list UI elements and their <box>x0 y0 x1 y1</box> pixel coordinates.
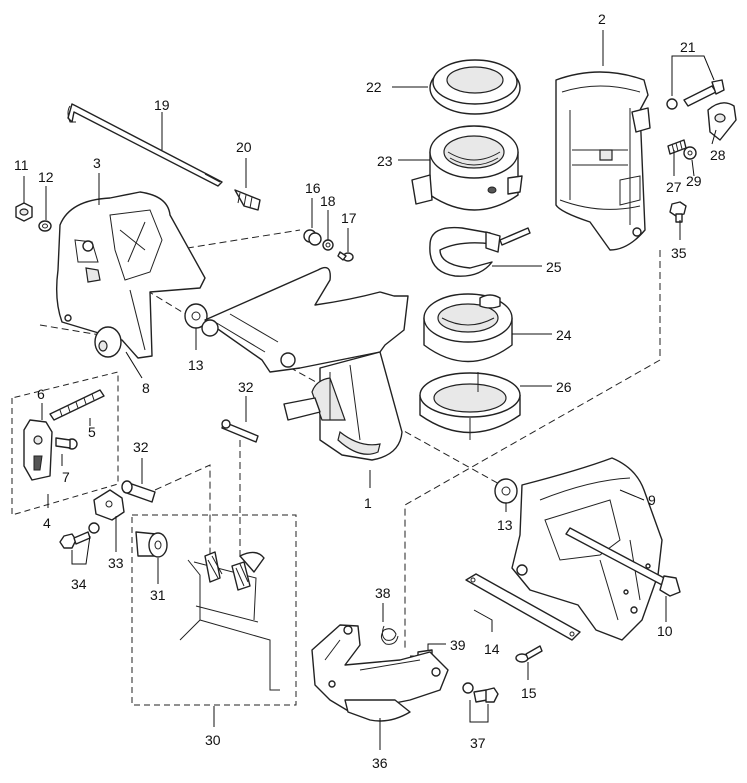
callout-27: 27 <box>666 179 682 195</box>
callout-30: 30 <box>205 732 221 748</box>
callout-leader-lines <box>23 30 717 750</box>
clamp-part-25 <box>429 226 531 277</box>
screw-part-17 <box>337 251 354 262</box>
callout-37: 37 <box>470 735 486 751</box>
spring-part-38 <box>380 625 399 645</box>
callout-33: 33 <box>108 555 124 571</box>
screw-part-35 <box>669 201 687 223</box>
callout-32a: 32 <box>238 379 254 395</box>
callout-19: 19 <box>154 97 170 113</box>
callout-38: 38 <box>375 585 391 601</box>
callout-5: 5 <box>88 424 96 440</box>
callout-22: 22 <box>366 79 382 95</box>
split-ring-part-26 <box>419 372 521 440</box>
nut-part-11 <box>15 202 33 222</box>
bracket-part-9 <box>511 457 663 641</box>
collar-part-23 <box>411 125 523 211</box>
group-box-30 <box>131 514 297 706</box>
washer-part-13-lower <box>494 478 518 504</box>
callout-31: 31 <box>150 587 166 603</box>
bolt-part-34 <box>59 522 100 549</box>
callout-8: 8 <box>142 380 150 396</box>
callout-29: 29 <box>686 173 702 189</box>
callout-1: 1 <box>364 495 372 511</box>
callout-18: 18 <box>320 193 336 209</box>
bolt-part-21 <box>666 79 725 110</box>
callout-16: 16 <box>305 180 321 196</box>
screw-part-15 <box>515 645 543 663</box>
bolt-part-10 <box>565 527 681 597</box>
plate-part-14 <box>465 573 581 641</box>
callout-2: 2 <box>598 11 606 27</box>
callout-20: 20 <box>236 139 252 155</box>
callout-10: 10 <box>657 623 673 639</box>
callout-24: 24 <box>556 327 572 343</box>
callout-39: 39 <box>450 637 466 653</box>
callout-26: 26 <box>556 379 572 395</box>
nut-part-24 <box>423 293 513 363</box>
callout-3: 3 <box>93 155 101 171</box>
pin-part-32-lower <box>121 480 156 503</box>
callout-36: 36 <box>372 755 388 771</box>
callout-32b: 32 <box>133 439 149 455</box>
swivel-bracket-part-1 <box>201 266 409 461</box>
plug-part-20 <box>234 189 261 211</box>
bolt-part-37 <box>462 682 499 703</box>
bracket-part-3 <box>55 191 206 359</box>
callout-17: 17 <box>341 210 357 226</box>
callout-28: 28 <box>710 147 726 163</box>
callout-21: 21 <box>680 39 696 55</box>
knob-part-8 <box>94 326 122 358</box>
callout-4: 4 <box>43 515 51 531</box>
tilt-lever-part-36 <box>311 624 449 722</box>
callout-13b: 13 <box>497 517 513 533</box>
bolt-part-5 <box>49 389 105 421</box>
callout-14: 14 <box>484 641 500 657</box>
screw-part-27 <box>667 139 687 155</box>
callout-9: 9 <box>648 492 656 508</box>
callout-12: 12 <box>38 169 54 185</box>
washer-part-29 <box>683 146 697 160</box>
pin-part-7 <box>55 437 78 450</box>
pin-part-32-upper <box>221 419 259 443</box>
callout-15: 15 <box>521 685 537 701</box>
bracket-part-33 <box>93 489 125 521</box>
housing-part-2 <box>555 71 651 251</box>
callout-7: 7 <box>62 469 70 485</box>
washer-part-12 <box>38 220 52 232</box>
pin-part-31 <box>135 531 168 558</box>
ring-part-22 <box>429 59 521 115</box>
callout-23: 23 <box>377 153 393 169</box>
washer-part-18 <box>322 239 334 251</box>
group-box-4 <box>11 371 119 516</box>
callout-25: 25 <box>546 259 562 275</box>
callout-34: 34 <box>71 576 87 592</box>
rod-part-19 <box>67 103 223 187</box>
callout-6: 6 <box>37 386 45 402</box>
callout-11: 11 <box>14 157 29 173</box>
callout-labels: 1 2 3 4 5 6 7 8 9 10 11 12 13 13 14 15 1… <box>14 11 726 771</box>
lever-assembly-part-30 <box>179 551 280 691</box>
clamp-part-6 <box>23 419 53 481</box>
callout-35: 35 <box>671 245 687 261</box>
callout-13a: 13 <box>188 357 204 373</box>
bushing-part-16 <box>303 229 322 246</box>
knob-part-28 <box>707 102 737 141</box>
